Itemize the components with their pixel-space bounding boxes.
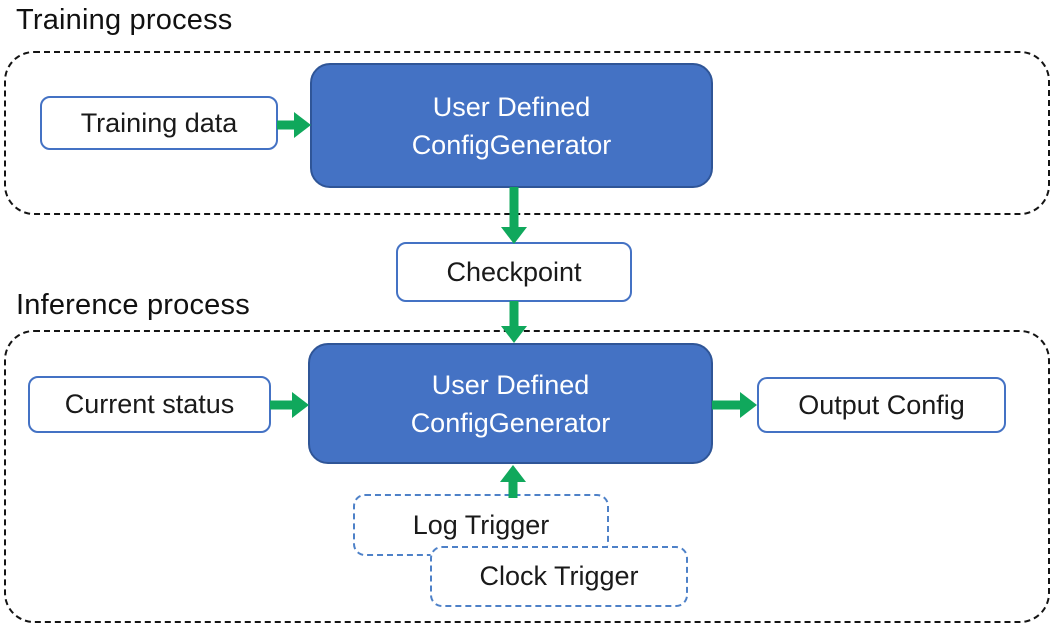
arrow-head <box>292 392 309 418</box>
training-config-generator-line1: User Defined <box>432 91 591 122</box>
arrow-triggers-to-generator <box>500 465 526 498</box>
training-config-generator-box: User Defined ConfigGenerator <box>310 63 713 188</box>
arrow-generator-to-checkpoint <box>501 187 527 244</box>
clock-trigger-box: Clock Trigger <box>430 546 688 607</box>
inference-config-generator-line1: User Defined <box>431 369 590 400</box>
arrow-training-data-to-generator <box>277 111 311 139</box>
checkpoint-box: Checkpoint <box>396 242 632 302</box>
training-process-container <box>4 51 1050 215</box>
arrow-head <box>294 112 311 138</box>
training-config-generator-line2: ConfigGenerator <box>411 129 612 160</box>
arrow-stem <box>712 400 743 410</box>
inference-config-generator-box: User Defined ConfigGenerator <box>308 343 713 464</box>
arrow-head <box>740 392 757 418</box>
arrow-current-status-to-generator <box>270 391 309 419</box>
inference-process-label: Inference process <box>16 289 250 321</box>
training-process-label: Training process <box>16 4 233 36</box>
training-data-box: Training data <box>40 96 278 150</box>
arrow-checkpoint-to-generator <box>501 301 527 343</box>
arrow-generator-to-output <box>712 391 757 419</box>
arrow-stem <box>509 187 519 230</box>
output-config-box: Output Config <box>757 377 1006 433</box>
arrow-head <box>500 465 526 482</box>
arrow-stem <box>509 301 519 329</box>
arrow-stem <box>270 400 295 410</box>
inference-config-generator-line2: ConfigGenerator <box>410 407 611 438</box>
arrow-stem <box>277 120 297 130</box>
log-trigger-box: Log Trigger <box>353 494 609 556</box>
arrow-head <box>501 326 527 343</box>
arrow-stem <box>508 479 518 498</box>
arrow-head <box>501 227 527 244</box>
current-status-box: Current status <box>28 376 271 433</box>
inference-process-container <box>4 330 1050 623</box>
